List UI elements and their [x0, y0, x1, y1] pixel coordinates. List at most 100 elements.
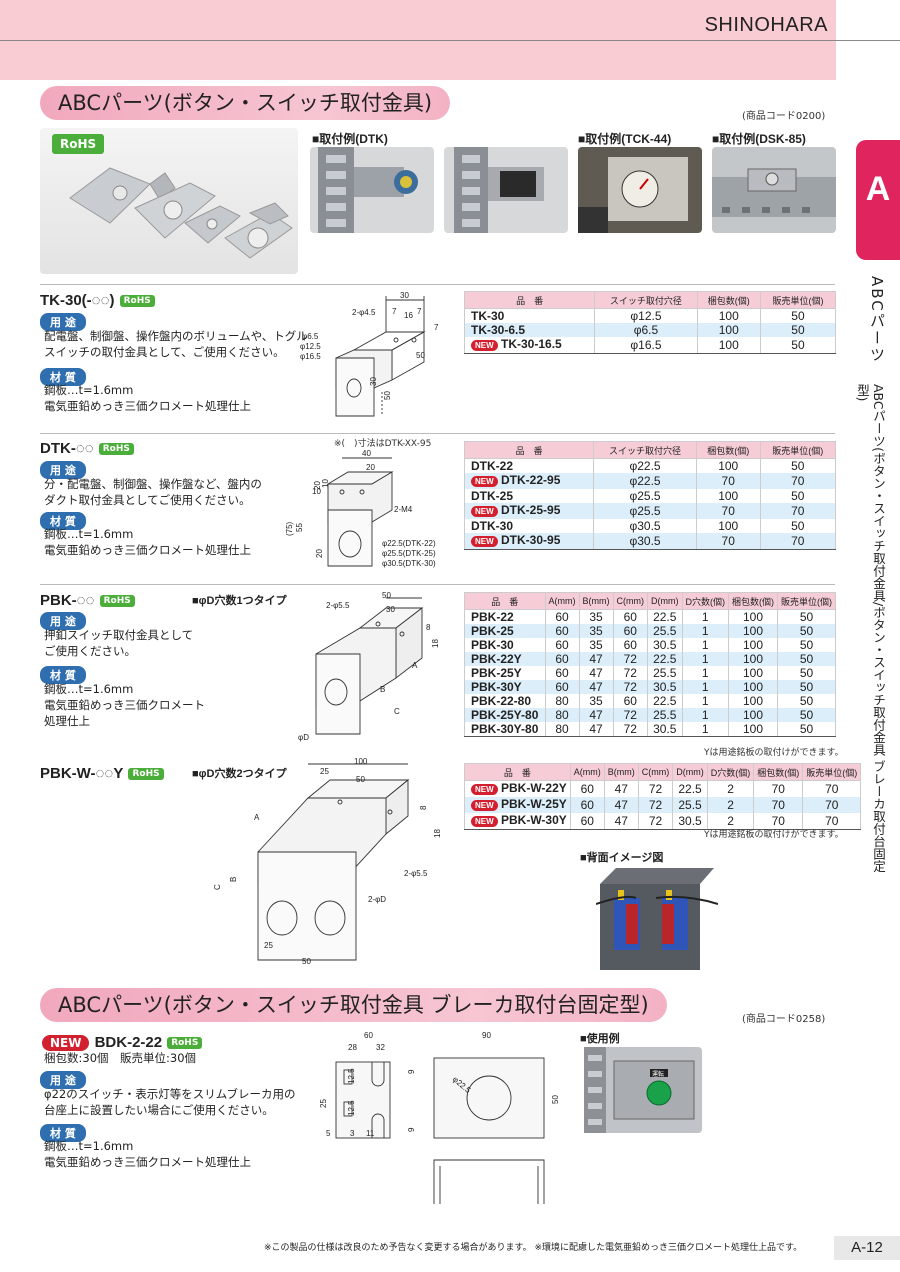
table-cell: 80 — [544, 694, 580, 708]
table-cell: 70 — [802, 780, 862, 797]
part-number: PBK-25Y — [464, 666, 546, 680]
section-title: ABCパーツ(ボタン・スイッチ取付金具) — [40, 86, 451, 120]
dim-label: 50 — [551, 1095, 560, 1104]
table-cell: 1 — [681, 652, 729, 666]
usage-tag: 用 途 — [40, 612, 86, 630]
dim-label: φ12.5 — [300, 342, 321, 351]
dim-label: φ25.5(DTK-25) — [382, 549, 436, 558]
table-cell: 60 — [569, 780, 605, 797]
table-cell: 100 — [728, 624, 778, 638]
usage-tag: 用 途 — [40, 313, 86, 331]
sales-unit: 50 — [759, 323, 837, 337]
table-cell: 60 — [612, 624, 648, 638]
part-number: NEW DTK-25-95 — [463, 503, 595, 519]
dim-label: 28 — [348, 1043, 357, 1052]
section-tab-letter: A — [865, 170, 891, 208]
type-label-pbk: ■φD穴数1つタイプ — [192, 595, 287, 607]
part-number: PBK-22 — [464, 609, 546, 624]
table-cell: 60 — [544, 652, 580, 666]
table-cell: 30.5 — [672, 813, 708, 830]
side-label-sub: ABCパーツ(ボタン・スイッチ取付金具/ボタン・スイッチ取付金具 ブレーカ取付台… — [855, 384, 886, 873]
rohs-badge: RoHS — [98, 442, 134, 455]
divider — [40, 433, 835, 434]
part-number: DTK-30 — [463, 519, 595, 533]
dim-label: B — [229, 877, 238, 882]
example-photo-dsk — [712, 147, 836, 233]
table-cell: 35 — [578, 694, 614, 708]
caption-dsk: ■取付例(DSK-85) — [712, 132, 806, 146]
example-photo-dtk-2 — [444, 147, 568, 233]
table-cell: 50 — [777, 708, 836, 722]
table-cell: 25.5 — [647, 666, 683, 680]
part-number: NEW PBK-W-25Y — [464, 797, 571, 813]
hole-diameter: φ22.5 — [593, 473, 697, 489]
rohs-badge: RoHS — [167, 1036, 203, 1049]
table-cell: 1 — [681, 666, 729, 680]
dim-label: A — [412, 661, 418, 670]
sales-unit: 50 — [759, 519, 837, 533]
dim-label: 12.5 — [347, 1100, 356, 1116]
part-number: NEW DTK-30-95 — [463, 533, 595, 550]
dim-label: 25 — [264, 941, 273, 950]
pack-qty: 100 — [695, 489, 761, 503]
caption-tck: ■取付例(TCK-44) — [578, 132, 672, 146]
divider — [40, 284, 835, 285]
table-cell: 70 — [753, 780, 804, 797]
part-number: PBK-30 — [464, 638, 546, 652]
dim-label: 9 — [407, 1069, 416, 1074]
table-cell: 1 — [681, 694, 729, 708]
table-cell: 1 — [681, 609, 729, 624]
table-cell: 50 — [777, 609, 836, 624]
dim-label: 16 — [404, 311, 413, 320]
part-number: PBK-25Y-80 — [464, 708, 546, 722]
pack-qty: 70 — [695, 533, 761, 550]
dim-label: 10 — [312, 487, 321, 496]
dim-label: 3 — [350, 1129, 355, 1138]
drawing-pbkw: 100 25 50 8 18 A C B 2-φ5.5 2-φD 25 50 — [213, 757, 442, 966]
table-cell: 50 — [777, 652, 836, 666]
dim-label: 50 — [382, 591, 391, 600]
part-number: TK-30-6.5 — [463, 323, 596, 337]
material-tag: 材 質 — [40, 512, 86, 530]
table-cell: 60 — [612, 609, 648, 624]
page-number: A-12 — [834, 1236, 900, 1260]
table-cell: 1 — [681, 638, 729, 652]
dim-label: φD — [298, 733, 309, 742]
table-cell: 30.5 — [647, 680, 683, 694]
product-block-pbk: PBK-◌◌ RoHS — [40, 590, 135, 609]
hole-diameter: φ6.5 — [594, 323, 698, 337]
sales-unit: 50 — [759, 337, 837, 354]
dim-label: 2-φ5.5 — [326, 601, 350, 610]
new-badge: NEW — [471, 816, 498, 827]
pack-qty: 100 — [695, 458, 761, 473]
hole-diameter: φ30.5 — [593, 533, 697, 550]
material-tag: 材 質 — [40, 368, 86, 386]
table-cell: 30.5 — [647, 638, 683, 652]
section-tab[interactable]: A — [856, 140, 900, 260]
product-name-tk: TK-30(-◌◌) — [40, 292, 115, 309]
dim-label: 12.5 — [347, 1068, 356, 1084]
sales-unit: 70 — [759, 503, 837, 519]
table-cell: 50 — [777, 624, 836, 638]
table-cell: 22.5 — [647, 652, 683, 666]
header-divider — [0, 40, 900, 41]
usage-tag: 用 途 — [40, 1071, 86, 1089]
dim-label: 5 — [326, 1129, 331, 1138]
hole-diameter: φ22.5 — [593, 458, 697, 473]
dim-label: C — [213, 884, 222, 890]
table-cell: 72 — [612, 666, 648, 680]
dim-label: 55 — [295, 523, 304, 532]
